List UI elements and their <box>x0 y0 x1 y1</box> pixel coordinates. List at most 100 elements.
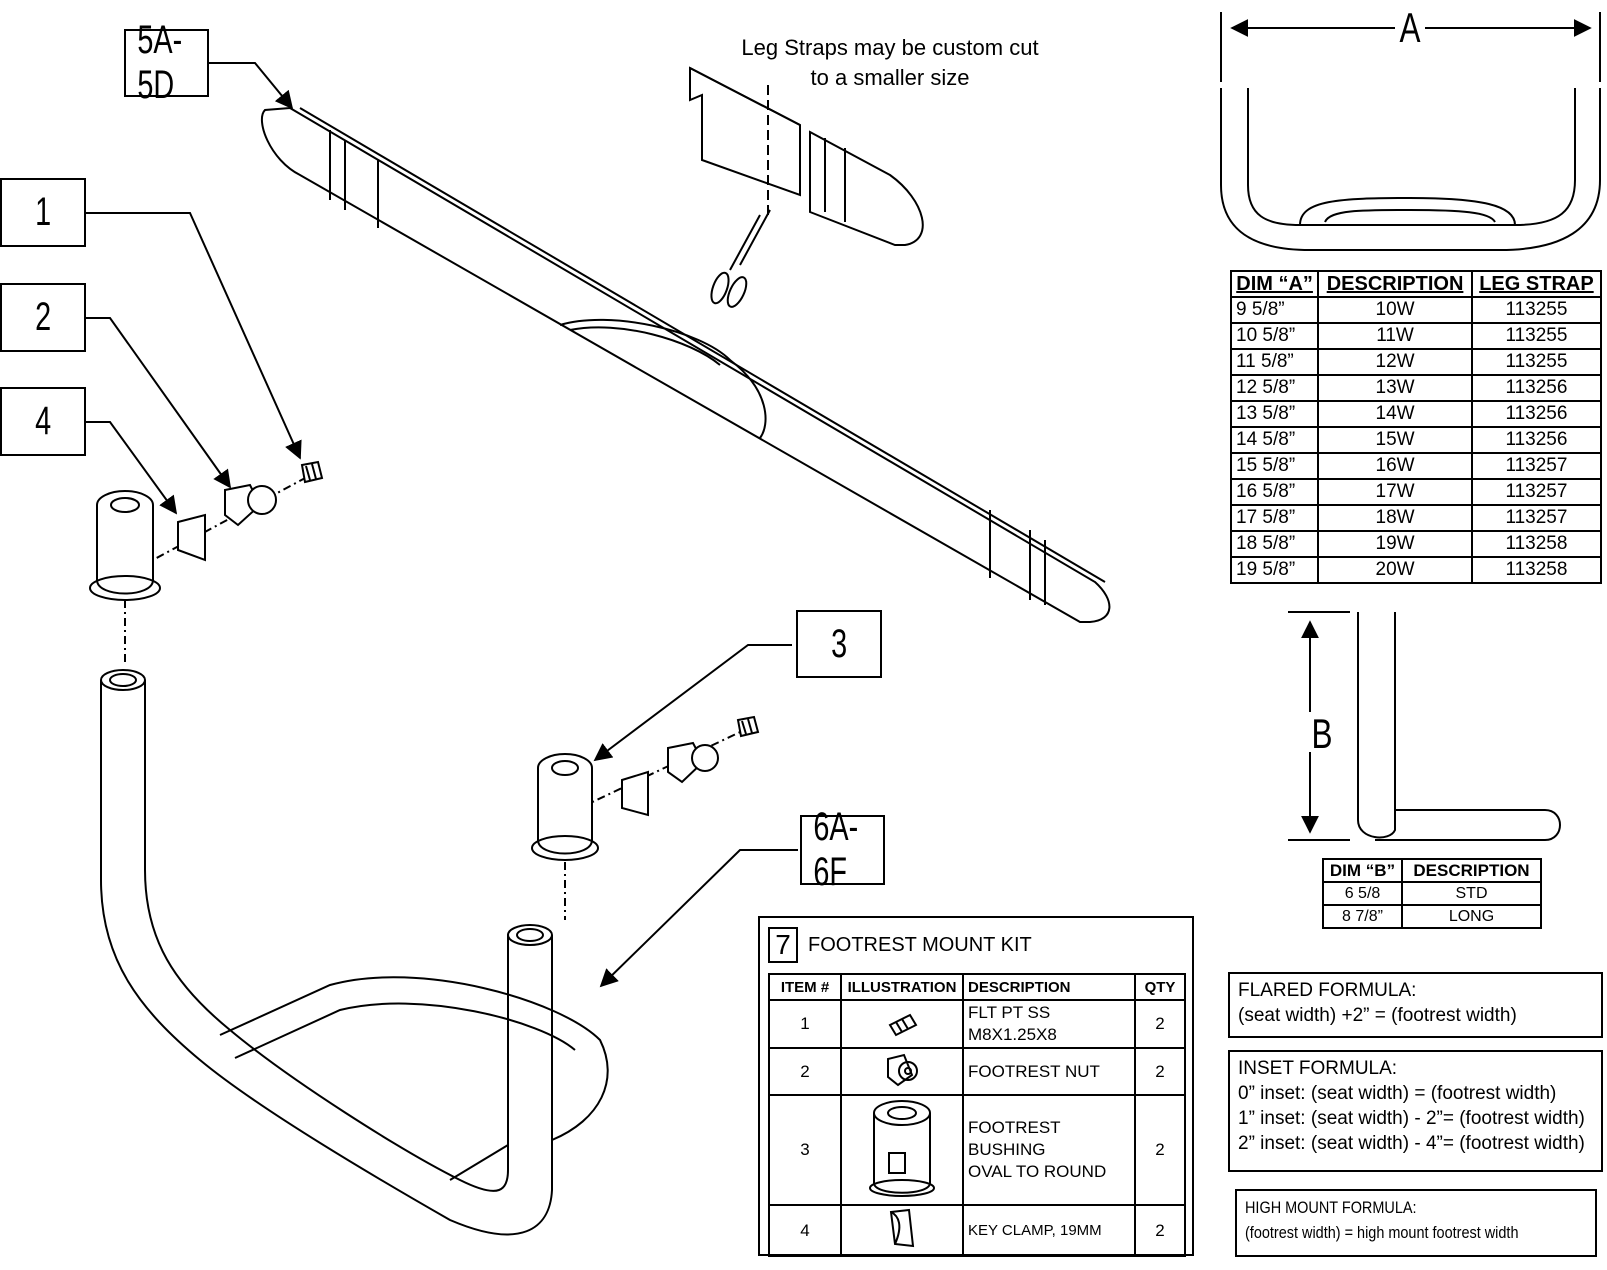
description-cell: 19W <box>1317 530 1473 558</box>
description-cell: 10W <box>1317 296 1473 324</box>
item-cell: 2 <box>768 1047 842 1096</box>
leg-strap-cell: 113256 <box>1470 374 1603 402</box>
kit-table: ITEM # ILLUSTRATION DESCRIPTION QTY 1 FL… <box>768 973 1186 1257</box>
item-cell: 1 <box>768 999 842 1049</box>
note-line-2: to a smaller size <box>810 65 970 90</box>
description-cell: 17W <box>1317 478 1473 506</box>
description-cell: FOOTREST BUSHING OVAL TO ROUND <box>962 1094 1136 1206</box>
key-clamp-icon <box>889 1208 915 1248</box>
table-row: 2 FOOTREST NUT 2 <box>768 1047 1186 1096</box>
item-cell: 3 <box>768 1094 842 1206</box>
dim-cell: 19 5/8” <box>1229 556 1320 584</box>
table-row: 1 FLT PT SS M8X1.25X8 2 <box>768 999 1186 1049</box>
note-line-1: Leg Straps may be custom cut <box>741 35 1039 60</box>
illustration-cell <box>840 1094 964 1206</box>
dim-cell: 8 7/8” <box>1322 904 1403 929</box>
inset-formula-line-2: 2” inset: (seat width) - 4”= (footrest w… <box>1238 1133 1585 1154</box>
leg-strap-cell: 113256 <box>1470 400 1603 428</box>
illustration-header: ILLUSTRATION <box>840 973 964 1001</box>
inset-formula-box: INSET FORMULA: 0” inset: (seat width) = … <box>1228 1050 1603 1172</box>
description-line: KEY CLAMP, 19MM <box>968 1221 1102 1239</box>
dim-cell: 14 5/8” <box>1229 426 1320 454</box>
table-row: 3 FOOTREST BUSHING OVAL TO ROUND 2 <box>768 1094 1186 1206</box>
leg-strap-cell: 113255 <box>1470 296 1603 324</box>
upper-hardware-drawing <box>89 460 324 665</box>
table-row: 4 KEY CLAMP, 19MM 2 <box>768 1204 1186 1257</box>
dim-b-header: DIM “B” <box>1322 858 1403 883</box>
dim-cell: 12 5/8” <box>1229 374 1320 402</box>
description-header: DESCRIPTION <box>1401 858 1542 883</box>
callout-5a-5d: 5A-5D <box>124 18 209 107</box>
illustration-cell <box>840 1204 964 1257</box>
flared-formula-title: FLARED FORMULA: <box>1238 980 1417 1001</box>
dim-cell: 16 5/8” <box>1229 478 1320 506</box>
description-cell: 14W <box>1317 400 1473 428</box>
callout-6a-6f: 6A-6F <box>800 805 885 894</box>
kit-number: 7 <box>768 927 798 963</box>
dim-a-header-row: DIM “A” DESCRIPTION LEG STRAP <box>1229 270 1603 298</box>
callout-label: 1 <box>34 190 52 234</box>
leg-strap-cell: 113257 <box>1470 478 1603 506</box>
leg-strap-cell: 113256 <box>1470 426 1603 454</box>
description-line: FOOTREST NUT <box>968 1061 1100 1081</box>
description-cell: STD <box>1401 881 1542 906</box>
description-cell: KEY CLAMP, 19MM <box>962 1204 1136 1257</box>
callout-2: 2 <box>0 283 86 352</box>
description-cell: 15W <box>1317 426 1473 454</box>
dim-cell: 17 5/8” <box>1229 504 1320 532</box>
dim-a-label: A <box>1399 4 1420 52</box>
footrest-bushing-icon <box>869 1099 935 1197</box>
dim-a-header: DIM “A” <box>1229 270 1320 298</box>
cut-detail-drawing <box>689 66 924 308</box>
set-screw-icon <box>888 1013 918 1036</box>
inset-formula-line-1: 1” inset: (seat width) - 2”= (footrest w… <box>1238 1108 1585 1129</box>
flared-formula-line: (seat width) +2” = (footrest width) <box>1238 1005 1517 1026</box>
item-cell: 4 <box>768 1204 842 1257</box>
dim-cell: 9 5/8” <box>1229 296 1320 324</box>
inset-formula-title: INSET FORMULA: <box>1238 1058 1398 1079</box>
leg-strap-cell: 113257 <box>1470 452 1603 480</box>
description-cell: FOOTREST NUT <box>962 1047 1136 1096</box>
qty-header: QTY <box>1134 973 1186 1001</box>
leg-strap-cell: 113258 <box>1470 530 1603 558</box>
description-cell: 11W <box>1317 322 1473 350</box>
footrest-tube-drawing <box>100 669 609 1236</box>
qty-cell: 2 <box>1134 1204 1186 1257</box>
description-cell: LONG <box>1401 904 1542 929</box>
callout-label: 5A-5D <box>137 18 183 107</box>
description-line: FOOTREST <box>968 1118 1061 1137</box>
illustration-cell <box>840 1047 964 1096</box>
description-line: BUSHING <box>968 1140 1046 1159</box>
dim-b-label: B <box>1311 710 1332 758</box>
description-line: M8X1.25X8 <box>968 1025 1057 1044</box>
description-line: OVAL TO ROUND <box>968 1162 1107 1181</box>
dim-a-drawing <box>1220 12 1601 251</box>
description-cell: 13W <box>1317 374 1473 402</box>
item-header: ITEM # <box>768 973 842 1001</box>
description-cell: FLT PT SS M8X1.25X8 <box>962 999 1136 1049</box>
high-mount-formula-title: HIGH MOUNT FORMULA: <box>1245 1198 1417 1217</box>
callout-label: 3 <box>830 621 848 666</box>
inset-formula-line-0: 0” inset: (seat width) = (footrest width… <box>1238 1083 1557 1104</box>
dim-cell: 6 5/8 <box>1322 881 1403 906</box>
callout-1: 1 <box>0 178 86 247</box>
flared-formula-box: FLARED FORMULA: (seat width) +2” = (foot… <box>1228 972 1603 1038</box>
description-cell: 18W <box>1317 504 1473 532</box>
callout-label: 4 <box>34 399 52 443</box>
description-cell: 16W <box>1317 452 1473 480</box>
high-mount-formula-box: HIGH MOUNT FORMULA: (footrest width) = h… <box>1235 1189 1597 1257</box>
description-header: DESCRIPTION <box>962 973 1136 1001</box>
description-line: FLT PT SS <box>968 1003 1051 1022</box>
dim-b-header-row: DIM “B” DESCRIPTION <box>1322 858 1542 883</box>
table-row: 8 7/8”LONG <box>1322 904 1542 929</box>
kit-header-row: ITEM # ILLUSTRATION DESCRIPTION QTY <box>768 973 1186 1001</box>
